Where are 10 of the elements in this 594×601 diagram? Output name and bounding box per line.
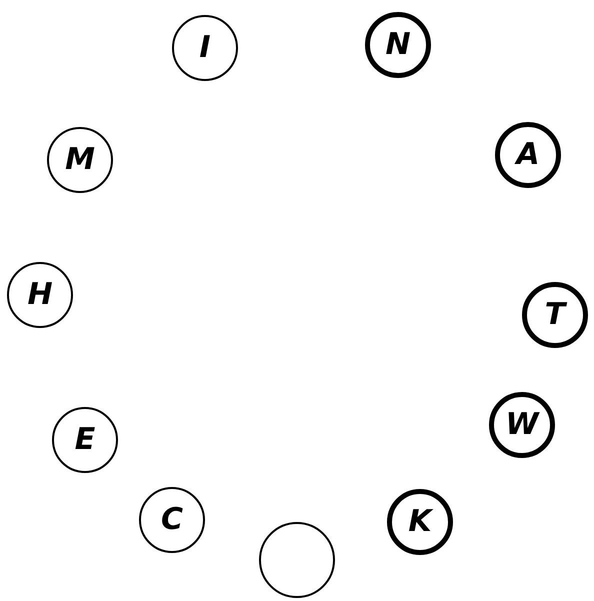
letter: C (160, 505, 184, 535)
letter: K (408, 507, 432, 537)
letter: M (65, 145, 95, 175)
letter: W (505, 410, 539, 440)
letter: I (199, 33, 211, 63)
letter: E (74, 425, 96, 455)
letter: H (27, 280, 53, 310)
letter: T (544, 300, 566, 330)
letter: A (516, 140, 540, 170)
letter: N (385, 30, 411, 60)
